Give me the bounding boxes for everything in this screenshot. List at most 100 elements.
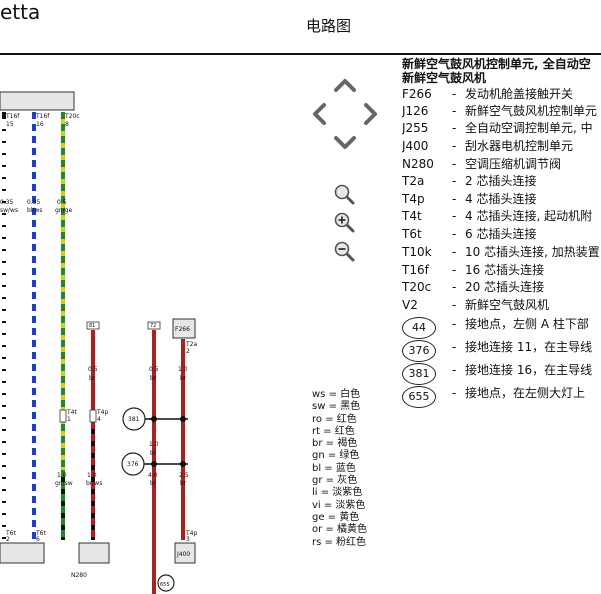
ground-symbol: 376 (402, 340, 436, 362)
component-block-j126 (0, 542, 45, 564)
legend-item-code: T4p (402, 192, 425, 206)
label-w6-color: br (180, 375, 187, 382)
label-w3-top: T20c (64, 113, 80, 120)
color-code-item: sw = 黑色 (312, 401, 361, 413)
legend-item-dash: - (452, 157, 457, 171)
label-t2a: T2a (185, 341, 197, 348)
pan-up-button[interactable] (334, 76, 356, 94)
header-divider (0, 53, 601, 55)
legend-item-code: J126 (402, 104, 429, 118)
legend-item-desc: 接地点，左侧 A 柱下部 (465, 317, 589, 331)
legend-item-code: T2a (402, 174, 425, 188)
legend-item-code: T4t (402, 209, 422, 223)
legend-item-code: F266 (402, 87, 432, 101)
arrow-down-icon (334, 136, 356, 149)
label-t4p-b-no: 3 (186, 536, 190, 543)
label-t4t-no: 1 (67, 416, 71, 423)
connector-t4t (59, 409, 67, 423)
legend-item-dash: - (452, 104, 457, 118)
legend-item-desc: 全自动空调控制单元, 中 (465, 121, 593, 135)
legend-item-dash: - (452, 139, 457, 153)
label-box-81: 81 (89, 323, 95, 329)
legend-item-code: V2 (402, 298, 418, 312)
legend-title-line-2: 新鲜空气鼓风机 (402, 71, 487, 85)
label-w3-gauge: 0.5 (57, 199, 67, 206)
zoom-in-button[interactable] (333, 211, 355, 233)
legend-item-desc: 新鲜空气鼓风机控制单元 (465, 104, 598, 118)
legend-item-code: T10k (402, 245, 432, 259)
label-w2-color: bl/ws (27, 207, 43, 214)
legend-item-code: T6t (402, 227, 422, 241)
label-t4p: T4p (96, 409, 108, 416)
pan-left-button[interactable] (310, 103, 328, 125)
label-w8-color: br/ws (86, 480, 102, 487)
legend-item-dash: - (452, 280, 457, 294)
label-w9-gauge: 1.0 (149, 441, 159, 448)
label-g376: 376 (127, 461, 139, 468)
label-w7-gauge: 1.0 (57, 472, 67, 479)
label-t6t-a-no: 2 (6, 536, 10, 543)
label-t6t-b-no: 6 (36, 536, 40, 543)
ground-symbol: 381 (402, 363, 436, 385)
color-code-item: ws = 白色 (312, 389, 361, 400)
label-w2-gauge: 0.35 (27, 199, 41, 206)
legend-item-dash: - (452, 209, 457, 223)
legend-item-desc: 2 芯插头连接 (465, 174, 537, 188)
legend-item-desc: 6 芯插头连接 (465, 227, 537, 241)
arrow-left-icon (313, 103, 326, 125)
zoom-fit-button[interactable] (333, 183, 355, 205)
label-w1-pin: 15 (6, 121, 14, 128)
legend-item-desc: 空调压缩机调节阀 (465, 157, 562, 171)
color-code-item: gr = 灰色 (312, 475, 358, 487)
color-code-item: vi = 淡紫色 (312, 499, 366, 511)
label-j400: J400 (176, 551, 190, 558)
component-legend: 新鲜空气鼓风机控制单元, 全自动空 新鲜空气鼓风机 F266-发动机舱盖接触开关… (402, 57, 601, 417)
legend-item-desc: 新鲜空气鼓风机 (465, 298, 550, 312)
legend-item-dash: - (452, 386, 457, 400)
color-code-item: ge = 黄色 (312, 511, 360, 523)
zoom-in-icon (334, 212, 355, 233)
color-code-item: gn = 绿色 (312, 450, 360, 462)
ground-symbol-376 (121, 452, 145, 476)
pan-right-button[interactable] (362, 103, 380, 125)
label-w7-color: gn/sw (55, 480, 73, 487)
ground-symbol-655 (157, 574, 175, 592)
label-w2-top: T16f (35, 113, 50, 120)
color-code-item: br = 褐色 (312, 438, 358, 450)
label-w1-color: sw/ws (0, 207, 18, 214)
legend-item-code: N280 (402, 157, 434, 171)
label-w5-color: br (150, 375, 157, 382)
legend-item-dash: - (452, 227, 457, 241)
label-w4-color: br (89, 375, 96, 382)
label-w6-gauge: 1.0 (178, 366, 188, 373)
legend-item-dash: - (452, 87, 457, 101)
pan-down-button[interactable] (334, 134, 356, 152)
label-w11-gauge: 2.5 (179, 472, 189, 479)
label-w1-top: T16f (5, 113, 20, 120)
arrow-right-icon (364, 103, 377, 125)
label-t4p-b: T4p (185, 530, 197, 537)
zoom-out-button[interactable] (333, 240, 355, 262)
label-t4t: T4t (66, 409, 77, 416)
label-w5-gauge: 0.5 (149, 366, 159, 373)
document-title: etta (0, 0, 41, 24)
legend-title-line-1: 新鲜空气鼓风机控制单元, 全自动空 (402, 57, 591, 71)
legend-item-desc: 发动机舱盖接触开关 (465, 87, 574, 101)
legend-item-desc: 接地点，在左侧大灯上 (465, 386, 586, 400)
label-g655: 655 (160, 582, 170, 588)
label-w10-color: br (150, 480, 157, 487)
legend-item-dash: - (452, 245, 457, 259)
legend-item-dash: - (452, 298, 457, 312)
legend-item-dash: - (452, 174, 457, 188)
label-w10-gauge: 4.0 (148, 472, 158, 479)
label-n280: N280 (71, 572, 87, 579)
legend-item-code: J400 (402, 139, 429, 153)
legend-item-dash: - (452, 363, 457, 377)
ground-symbol: 44 (402, 317, 436, 339)
label-t2a-no: 2 (186, 348, 190, 355)
label-t4p-no: 4 (97, 416, 101, 423)
legend-item-dash: - (452, 317, 457, 331)
legend-item-code: T20c (402, 280, 432, 294)
label-g381: 381 (128, 416, 140, 423)
